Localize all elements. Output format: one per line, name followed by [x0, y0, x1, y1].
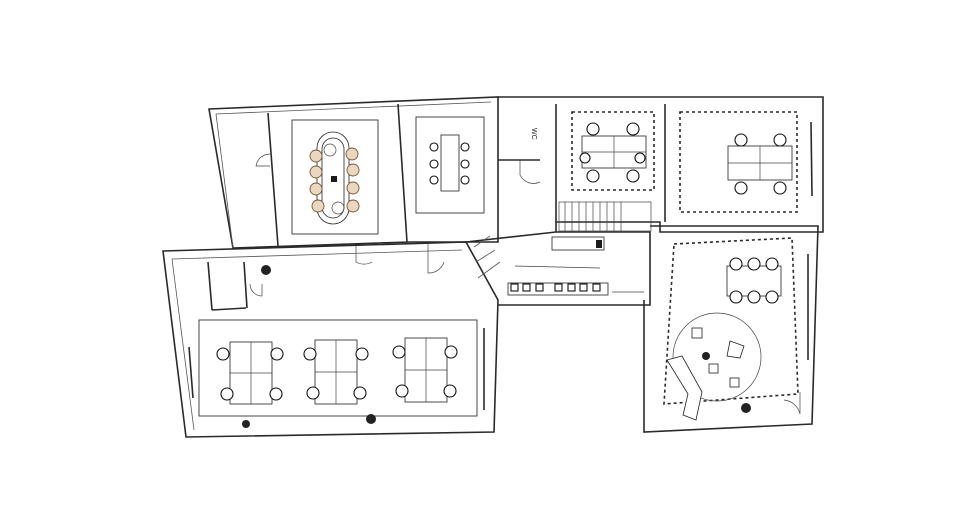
lounge-area: [663, 237, 799, 421]
workstations-top-center: [571, 111, 655, 191]
meeting-room-oval: [291, 119, 379, 235]
meeting-room-small: [415, 116, 485, 214]
interior-partitions: [207, 103, 666, 311]
staircase: [558, 201, 652, 232]
window-lines: [188, 121, 813, 410]
plant-icons-left: [242, 265, 376, 428]
exterior-walls: [162, 96, 824, 438]
open-office-desks: [198, 319, 478, 417]
wc-label: WC: [530, 128, 537, 140]
workstations-top-right: [679, 111, 798, 213]
doors: [249, 153, 801, 415]
kitchen-counter: [507, 236, 644, 296]
